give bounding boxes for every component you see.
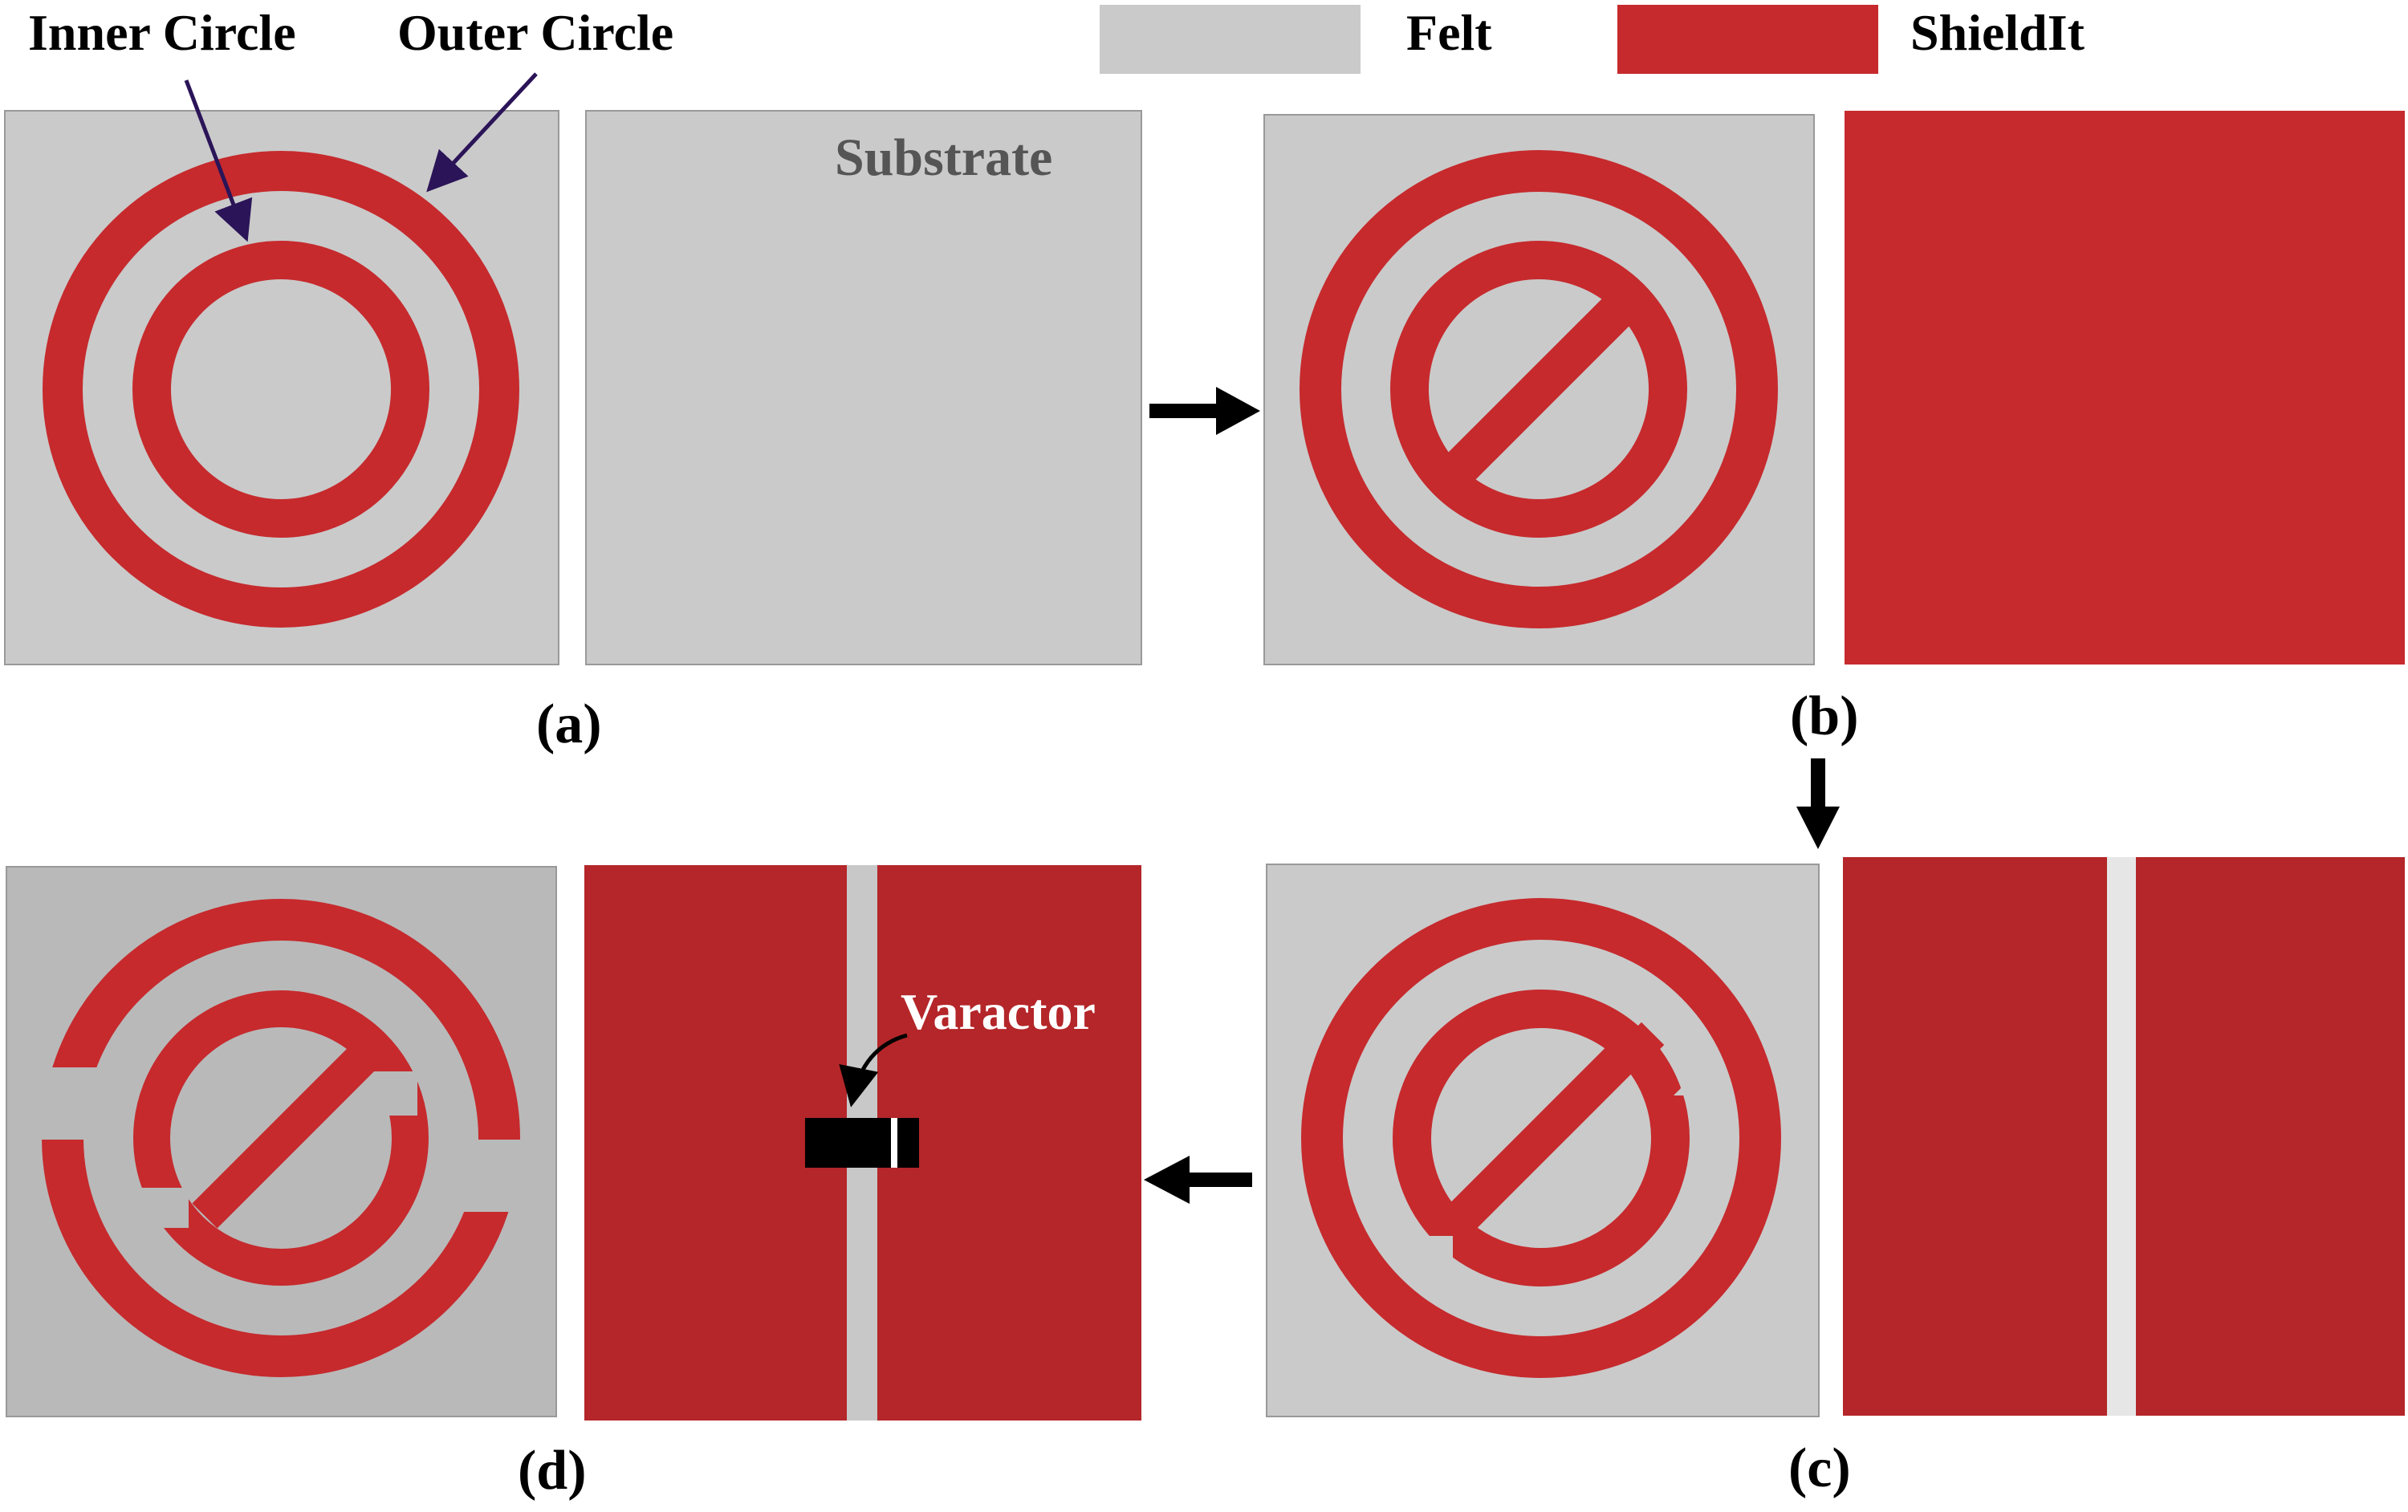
panel-a-back-substrate — [585, 110, 1142, 665]
panel-label-b: (b) — [1790, 685, 1859, 747]
panel-c-front — [1266, 864, 1820, 1417]
diagonal-strip — [1435, 286, 1642, 493]
legend-shieldit-label: ShieldIt — [1910, 4, 2085, 61]
inner-circle-pointer — [184, 79, 253, 242]
varactor-label: Varactor — [901, 983, 1096, 1040]
outer-circle-label: Outer Circle — [397, 4, 673, 61]
outer-circle-pointer — [426, 72, 538, 193]
varactor-component — [805, 1118, 919, 1168]
inner-circle-ring — [132, 241, 429, 538]
varactor-pointer — [839, 1033, 908, 1108]
inner-circle-label: Inner Circle — [28, 4, 296, 61]
arrow-c-to-d-head — [1144, 1156, 1190, 1204]
outer-circle-ring — [43, 151, 519, 628]
varactor-band — [891, 1118, 897, 1168]
arrow-b-to-c-head — [1796, 807, 1840, 849]
panel-b-back-ground — [1845, 111, 2405, 665]
panel-label-d: (d) — [518, 1440, 587, 1502]
legend-shieldit-swatch — [1617, 5, 1878, 74]
ground-slot — [2107, 857, 2136, 1416]
panel-a-front — [4, 110, 559, 665]
substrate-label: Substrate — [835, 128, 1052, 187]
legend-felt-label: Felt — [1406, 4, 1492, 61]
legend-felt-swatch — [1100, 5, 1361, 74]
arrow-a-to-b-head — [1216, 387, 1260, 435]
panel-label-a: (a) — [536, 693, 602, 755]
panel-d-back-ground — [584, 865, 1141, 1421]
panel-c-back-ground — [1843, 857, 2405, 1416]
panel-b-front — [1263, 114, 1815, 665]
panel-d-front — [6, 866, 557, 1417]
panel-label-c: (c) — [1788, 1437, 1851, 1499]
